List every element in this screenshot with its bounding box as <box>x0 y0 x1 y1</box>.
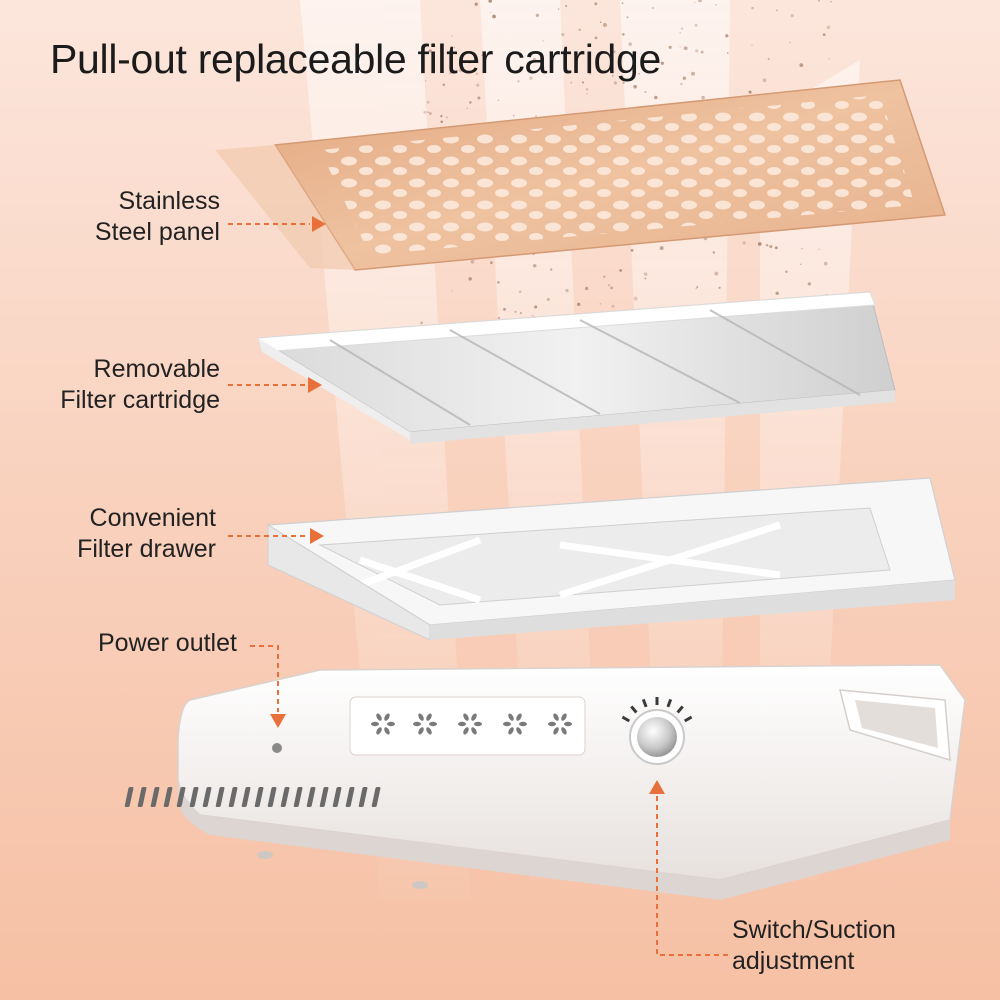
callout-lines <box>228 216 728 956</box>
page-title: Pull-out replaceable filter cartridge <box>50 36 662 82</box>
callout-filter-cartridge-line2: Filter cartridge <box>60 386 220 414</box>
callout-filter-drawer-line2: Filter drawer <box>77 535 216 563</box>
callout-switch: Switch/Suction adjustment <box>732 915 896 977</box>
device-base <box>124 664 966 900</box>
vent-slots <box>124 787 381 807</box>
callout-filter-drawer-line1: Convenient <box>89 504 216 532</box>
filter-cartridge <box>256 291 896 444</box>
callout-power-outlet-line1: Power outlet <box>98 629 237 657</box>
callout-power-outlet: Power outlet <box>98 628 237 659</box>
filter-drawer <box>266 477 956 641</box>
callout-switch-line2: adjustment <box>732 947 855 975</box>
suction-knob[interactable] <box>621 697 693 765</box>
callout-steel-panel: Stainless Steel panel <box>80 186 220 248</box>
callout-filter-drawer: Convenient Filter drawer <box>40 503 216 565</box>
callout-steel-panel-line2: Steel panel <box>94 218 220 246</box>
callout-filter-cartridge: Removable Filter cartridge <box>40 354 220 416</box>
callout-switch-line1: Switch/Suction <box>732 916 896 944</box>
callout-filter-cartridge-line1: Removable <box>93 355 220 383</box>
power-outlet-hole <box>272 743 282 753</box>
vent-flowers <box>371 713 572 735</box>
callout-steel-panel-line1: Stainless <box>118 187 220 215</box>
stainless-steel-panel <box>215 79 947 271</box>
